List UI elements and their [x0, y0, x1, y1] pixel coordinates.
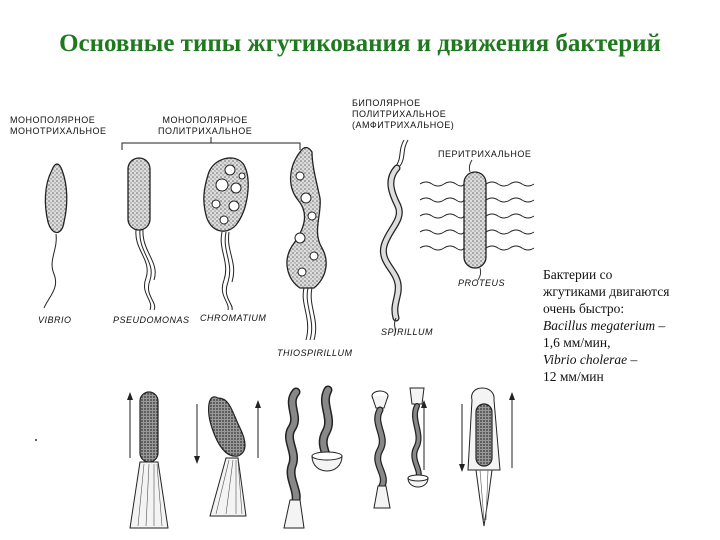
proteus-cell: [420, 160, 534, 280]
motion-spirillum-b: [408, 388, 428, 487]
chromatium-cell: [204, 158, 248, 310]
motion-proteus: [462, 388, 512, 526]
motion-thiospirillum: [284, 390, 342, 528]
motion-spirillum-a: [372, 391, 390, 508]
vibrio-cell: [44, 164, 67, 308]
pseudomonas-cell: [128, 158, 155, 310]
spirillum-cell: [383, 140, 408, 336]
stray-dot: [35, 439, 37, 441]
thiospirillum-cell: [287, 148, 326, 341]
motion-pseudomonas: [130, 392, 168, 528]
motion-vibrio: [197, 397, 258, 516]
group-bracket: [122, 143, 300, 150]
